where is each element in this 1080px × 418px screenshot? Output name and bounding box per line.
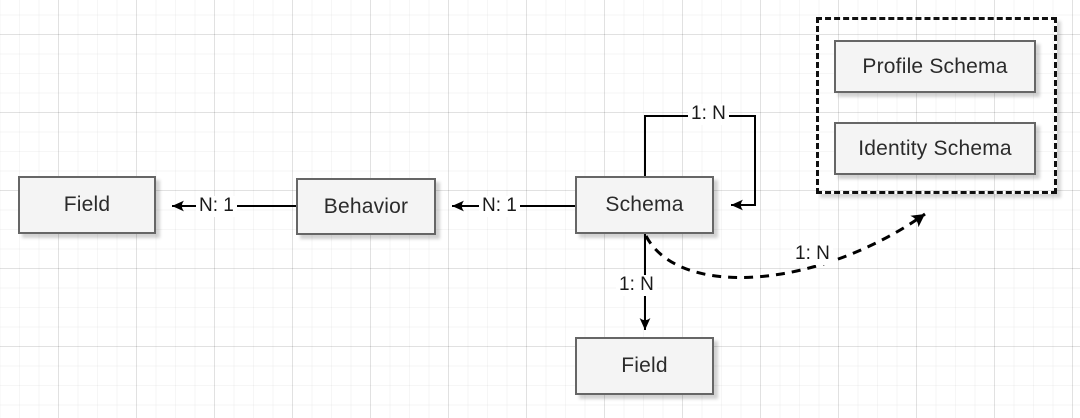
edge-label-schema-to-field: 1: N: [616, 274, 657, 296]
node-field-left[interactable]: Field: [18, 176, 156, 234]
node-behavior[interactable]: Behavior: [296, 178, 436, 235]
node-label: Identity Schema: [858, 136, 1012, 160]
node-identity-schema[interactable]: Identity Schema: [834, 122, 1036, 175]
edge-label-schema-self-loop: 1: N: [688, 103, 729, 125]
edge-schema-to-schema-group: [644, 212, 926, 279]
node-profile-schema[interactable]: Profile Schema: [834, 40, 1036, 93]
edge-label-schema-to-group: 1: N: [792, 243, 833, 265]
node-label: Behavior: [323, 194, 409, 218]
schema-group-container[interactable]: [816, 17, 1057, 194]
edge-label-behavior-to-field: N: 1: [196, 195, 237, 217]
node-schema[interactable]: Schema: [575, 176, 714, 234]
node-label: Schema: [605, 193, 684, 216]
edge-label-schema-to-behavior: N: 1: [479, 195, 520, 217]
node-label: Profile Schema: [862, 54, 1008, 78]
node-label: Field: [621, 354, 668, 377]
edge-schema-self-loop: [644, 115, 756, 211]
node-field-bottom[interactable]: Field: [575, 337, 714, 395]
node-label: Field: [63, 193, 111, 216]
